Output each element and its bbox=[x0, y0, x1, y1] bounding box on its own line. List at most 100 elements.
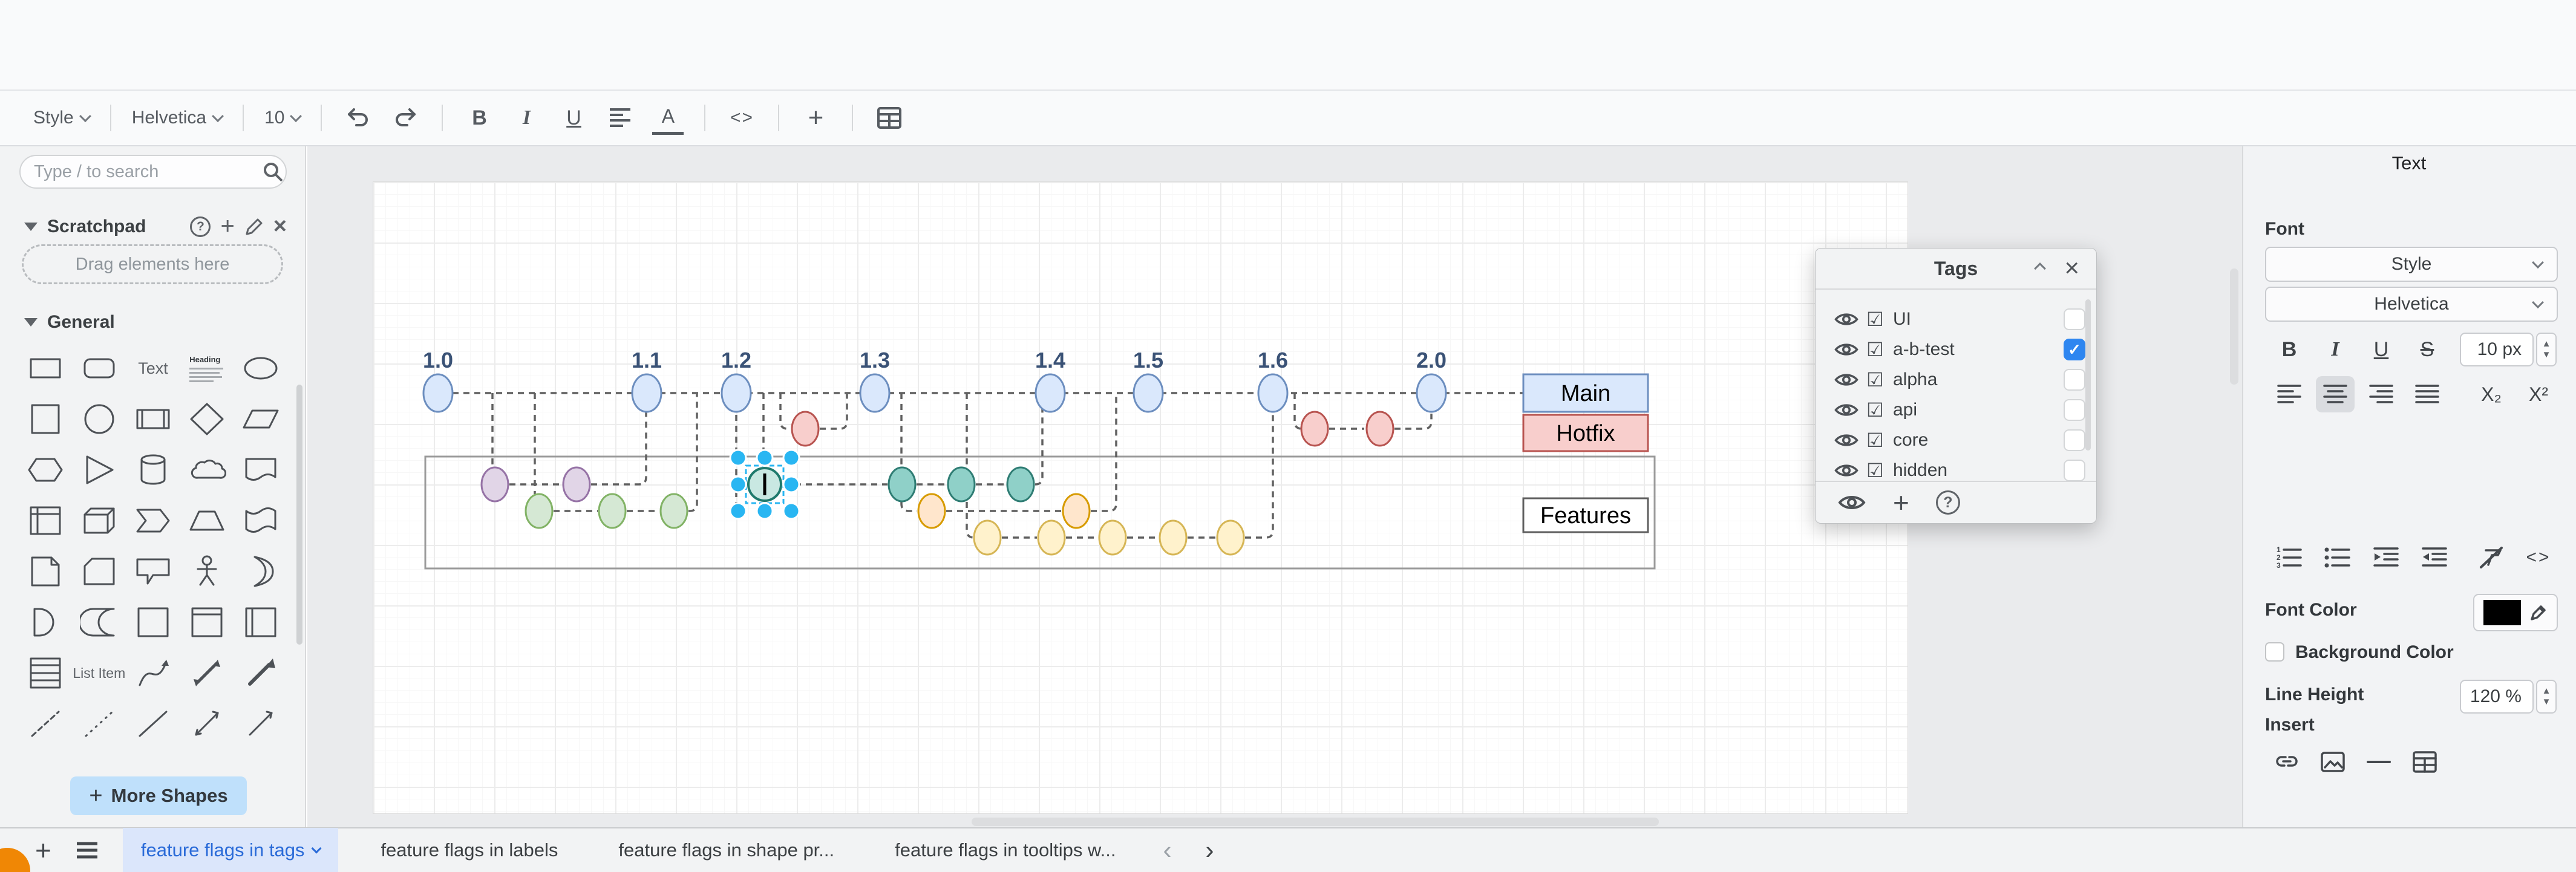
features-lane-box[interactable] bbox=[1522, 497, 1649, 533]
tag-checkbox-alpha[interactable] bbox=[2064, 369, 2085, 391]
tag-checkbox-hidden[interactable] bbox=[2064, 460, 2085, 481]
tag-checkbox-api[interactable] bbox=[2064, 399, 2085, 421]
canvas-vertical-scrollbar[interactable] bbox=[2230, 268, 2238, 385]
font-size-stepper[interactable]: ▲ ▼ bbox=[2536, 333, 2557, 366]
shape-actor[interactable] bbox=[180, 546, 234, 597]
more-shapes-button[interactable]: + More Shapes bbox=[70, 776, 247, 815]
subscript-button[interactable]: X₂ bbox=[2481, 383, 2502, 405]
font-color-button[interactable]: A bbox=[652, 101, 684, 135]
add-page-icon[interactable]: + bbox=[35, 835, 51, 866]
shape-tape[interactable] bbox=[234, 495, 288, 546]
hotfix-nodes[interactable] bbox=[791, 411, 1394, 447]
shape-curve[interactable] bbox=[126, 648, 180, 698]
italic-button[interactable]: I bbox=[522, 106, 531, 129]
page-tab-feature-flags-in-tags[interactable]: feature flags in tags bbox=[122, 828, 339, 872]
align-center-button[interactable] bbox=[2316, 376, 2355, 412]
shape-diamond[interactable] bbox=[180, 394, 234, 444]
superscript-button[interactable]: X² bbox=[2529, 383, 2548, 405]
shape-container[interactable] bbox=[126, 597, 180, 648]
shape-card[interactable] bbox=[72, 546, 126, 597]
shape-horizontal-container[interactable] bbox=[234, 597, 288, 648]
shape-line[interactable] bbox=[126, 698, 180, 749]
insert-link-button[interactable] bbox=[2267, 744, 2306, 780]
eye-icon[interactable] bbox=[1834, 311, 1859, 328]
shape-search-box[interactable] bbox=[19, 155, 287, 189]
milestone-1.4[interactable] bbox=[1035, 373, 1066, 413]
checked-box-icon[interactable]: ☑ bbox=[1866, 369, 1884, 391]
font-size-input[interactable]: 10 px bbox=[2460, 333, 2534, 366]
html-code-button[interactable]: <> bbox=[2526, 547, 2551, 567]
next-page-icon[interactable]: › bbox=[1205, 836, 1214, 864]
shape-square[interactable] bbox=[18, 394, 72, 444]
shape-dotted-line[interactable] bbox=[72, 698, 126, 749]
font-style-select[interactable]: Style bbox=[2265, 247, 2558, 282]
teal-branch-nodes[interactable] bbox=[888, 466, 1035, 503]
redo-button[interactable] bbox=[390, 101, 421, 135]
hotfix-lane-box[interactable] bbox=[1522, 414, 1649, 452]
insert-horizontal-rule-button[interactable] bbox=[2359, 744, 2398, 780]
table-button[interactable] bbox=[874, 101, 905, 135]
shape-step[interactable] bbox=[126, 495, 180, 546]
shape-ellipse[interactable] bbox=[234, 343, 288, 394]
style-dropdown[interactable]: Style bbox=[33, 108, 91, 128]
milestone-2.0[interactable] bbox=[1416, 373, 1447, 413]
gitflow-diagram[interactable]: Main Hotfix Features 1.0 1.1 1.2 1.3 1.4… bbox=[373, 181, 1908, 814]
stepper-down-icon[interactable]: ▼ bbox=[2542, 697, 2551, 707]
milestone-1.5[interactable] bbox=[1133, 373, 1164, 413]
toggle-all-visibility-icon[interactable] bbox=[1837, 493, 1866, 512]
shape-bidirectional-connector[interactable] bbox=[180, 698, 234, 749]
milestone-1.3[interactable] bbox=[859, 373, 891, 413]
main-lane-box[interactable] bbox=[1522, 373, 1649, 413]
italic-button[interactable]: I bbox=[2331, 338, 2339, 360]
font-color-swatch[interactable] bbox=[2483, 600, 2521, 625]
shape-trapezoid[interactable] bbox=[180, 495, 234, 546]
format-panel-tab-text[interactable]: Text bbox=[2391, 152, 2427, 174]
features-lane-container[interactable] bbox=[424, 455, 1656, 570]
canvas-horizontal-scrollbar[interactable] bbox=[972, 818, 1659, 826]
selected-node-group[interactable] bbox=[729, 449, 800, 520]
previous-page-icon[interactable]: ‹ bbox=[1163, 836, 1172, 864]
scratchpad-edit-icon[interactable] bbox=[244, 217, 264, 236]
insert-button[interactable]: + bbox=[808, 103, 824, 132]
shape-arrow[interactable] bbox=[234, 648, 288, 698]
drawing-page[interactable] bbox=[373, 181, 1908, 814]
shape-cube[interactable] bbox=[72, 495, 126, 546]
shape-vertical-container[interactable] bbox=[180, 597, 234, 648]
eye-icon[interactable] bbox=[1834, 462, 1859, 479]
tag-checkbox-core[interactable] bbox=[2064, 429, 2085, 451]
shape-or[interactable] bbox=[234, 546, 288, 597]
shape-rounded-rectangle[interactable] bbox=[72, 343, 126, 394]
checked-box-icon[interactable]: ☑ bbox=[1866, 429, 1884, 451]
clear-formatting-button[interactable] bbox=[2472, 539, 2511, 576]
eye-icon[interactable] bbox=[1834, 402, 1859, 418]
eye-icon[interactable] bbox=[1834, 341, 1859, 358]
shape-parallelogram[interactable] bbox=[234, 394, 288, 444]
tag-row-ui[interactable]: ☑ UI bbox=[1816, 304, 2096, 334]
insert-table-button[interactable] bbox=[2405, 744, 2444, 780]
tags-dialog[interactable]: Tags × ☑ UI ☑ a-b-test ✓ ☑ alpha ☑ api bbox=[1815, 248, 2097, 524]
tags-help-icon[interactable]: ? bbox=[1935, 490, 1960, 515]
shape-textbox[interactable]: Heading bbox=[180, 343, 234, 394]
checked-box-icon[interactable]: ☑ bbox=[1866, 460, 1884, 481]
tag-row-alpha[interactable]: ☑ alpha bbox=[1816, 365, 2096, 395]
align-button[interactable] bbox=[605, 101, 636, 135]
shape-document[interactable] bbox=[234, 444, 288, 495]
shape-list[interactable] bbox=[18, 648, 72, 698]
orange-branch-nodes[interactable] bbox=[917, 493, 1091, 529]
outdent-button[interactable] bbox=[2415, 539, 2454, 576]
lane-labels[interactable]: Main Hotfix Features bbox=[1522, 373, 1649, 533]
eye-icon[interactable] bbox=[1834, 371, 1859, 388]
stepper-up-icon[interactable]: ▲ bbox=[2542, 686, 2551, 696]
milestone-1.6[interactable] bbox=[1257, 373, 1289, 413]
checked-box-icon[interactable]: ☑ bbox=[1866, 399, 1884, 421]
font-size-dropdown[interactable]: 10 bbox=[264, 108, 302, 128]
main-milestones[interactable] bbox=[422, 373, 1447, 413]
page-tab-feature-flags-in-tooltips-w[interactable]: feature flags in tooltips w... bbox=[877, 828, 1134, 872]
add-tag-icon[interactable]: + bbox=[1893, 487, 1909, 518]
font-family-select[interactable]: Helvetica bbox=[2265, 287, 2558, 322]
indent-button[interactable] bbox=[2367, 539, 2405, 576]
scratchpad-add-icon[interactable]: + bbox=[220, 213, 235, 239]
shape-circle[interactable] bbox=[72, 394, 126, 444]
scratchpad-help-icon[interactable]: ? bbox=[190, 216, 211, 237]
tag-row-a-b-test[interactable]: ☑ a-b-test ✓ bbox=[1816, 334, 2096, 365]
